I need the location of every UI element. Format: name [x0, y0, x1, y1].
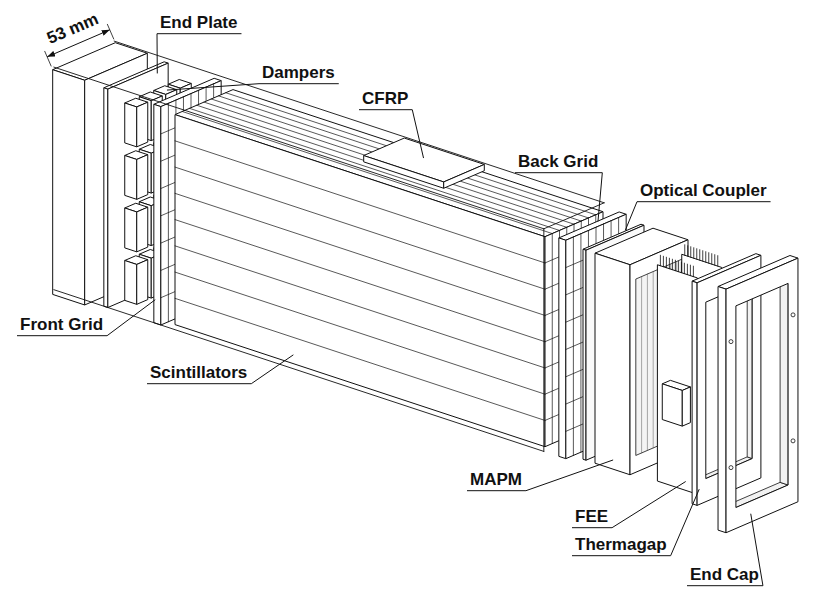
front-grid [154, 104, 161, 325]
damper-block [125, 208, 137, 252]
extension-line [45, 51, 51, 66]
leader-line [17, 300, 155, 336]
part-label: FEE [575, 508, 608, 527]
mapm-anode [653, 272, 654, 448]
extension-line [107, 24, 113, 39]
part-label: CFRP [362, 90, 408, 109]
fee-connector [682, 387, 690, 426]
fee-pin [684, 263, 685, 274]
damper-block [125, 260, 137, 304]
end-cap-frame [780, 281, 788, 485]
damper-block [125, 103, 137, 147]
leader-line [147, 355, 293, 384]
damper-block [137, 102, 148, 147]
part-label: Thermagap [575, 536, 667, 555]
thermagap-frame [692, 281, 697, 505]
fee-pin [687, 246, 688, 257]
leader-line [625, 202, 770, 231]
fee-pin [690, 247, 691, 258]
end-cap-frame [726, 258, 798, 533]
dimension-label: 53 mm [44, 10, 101, 48]
damper-block [137, 260, 148, 305]
fee-pin [669, 258, 670, 269]
cfrp-tab [444, 164, 485, 188]
fee-pin [708, 253, 709, 264]
screw-hole [791, 313, 795, 317]
scintillator-bar [197, 105, 567, 227]
thermagap-frame [747, 281, 752, 459]
fee-pin [693, 248, 694, 258]
scintillator-bar [175, 298, 545, 420]
fee-connector [662, 384, 682, 426]
fee-pin [702, 251, 703, 262]
leader-line [167, 84, 339, 90]
scintillator-bar [182, 111, 552, 233]
mapm-body [595, 253, 630, 475]
leader-line [515, 173, 602, 222]
fee-pin [660, 255, 661, 265]
leader-line [467, 460, 613, 491]
damper-block [125, 155, 137, 199]
leader-line [572, 489, 699, 556]
fee-pin [672, 259, 673, 270]
damper-block [137, 207, 148, 252]
leader-line [572, 482, 686, 528]
part-label: MAPM [470, 471, 522, 490]
cfrp-sheath [114, 41, 604, 203]
part-label: Back Grid [518, 153, 598, 172]
part-label: End Plate [160, 14, 237, 33]
fee-pin [714, 255, 715, 266]
part-label: End Cap [690, 566, 759, 585]
part-label: Front Grid [20, 316, 103, 335]
fee-pin [675, 260, 676, 271]
leader-line [687, 514, 763, 586]
mapm-anode [647, 274, 648, 450]
fee-pin [678, 261, 679, 272]
fee-pin [666, 257, 667, 268]
scintillator-bar [175, 246, 545, 368]
fee-pin [717, 256, 718, 267]
end-plate [104, 88, 108, 308]
detector-parts [45, 24, 798, 532]
scintillator-bar [175, 220, 545, 342]
leader-line [359, 110, 424, 158]
fee-pin [696, 249, 697, 260]
leader-line [157, 34, 241, 74]
screw-hole [729, 466, 733, 470]
back-grid [559, 238, 566, 459]
fee-pin [684, 245, 685, 256]
fee-pin [681, 262, 682, 273]
screw-hole [729, 340, 733, 344]
fee-pin [693, 266, 694, 277]
cfrp-sheath [543, 229, 544, 452]
part-label: Scintillators [150, 364, 247, 383]
part-label: Dampers [262, 64, 335, 83]
fee-pin [690, 265, 691, 276]
cfrp-sheath [54, 290, 544, 452]
fee-board [657, 265, 697, 495]
mapm-anode [641, 277, 642, 453]
damper-block [137, 155, 148, 200]
screw-hole [791, 439, 795, 443]
fee-pin [663, 256, 664, 267]
fee-pin [699, 250, 700, 261]
cfrp-tab [364, 156, 444, 189]
cfrp-sheath [54, 67, 544, 229]
fee-pin [711, 254, 712, 265]
fee-pin [687, 264, 688, 275]
end-housing [53, 70, 85, 305]
scintillator-bar [175, 193, 545, 315]
part-label: Optical Coupler [640, 182, 767, 201]
fee-pin [705, 252, 706, 263]
end-cap-frame [718, 287, 726, 533]
